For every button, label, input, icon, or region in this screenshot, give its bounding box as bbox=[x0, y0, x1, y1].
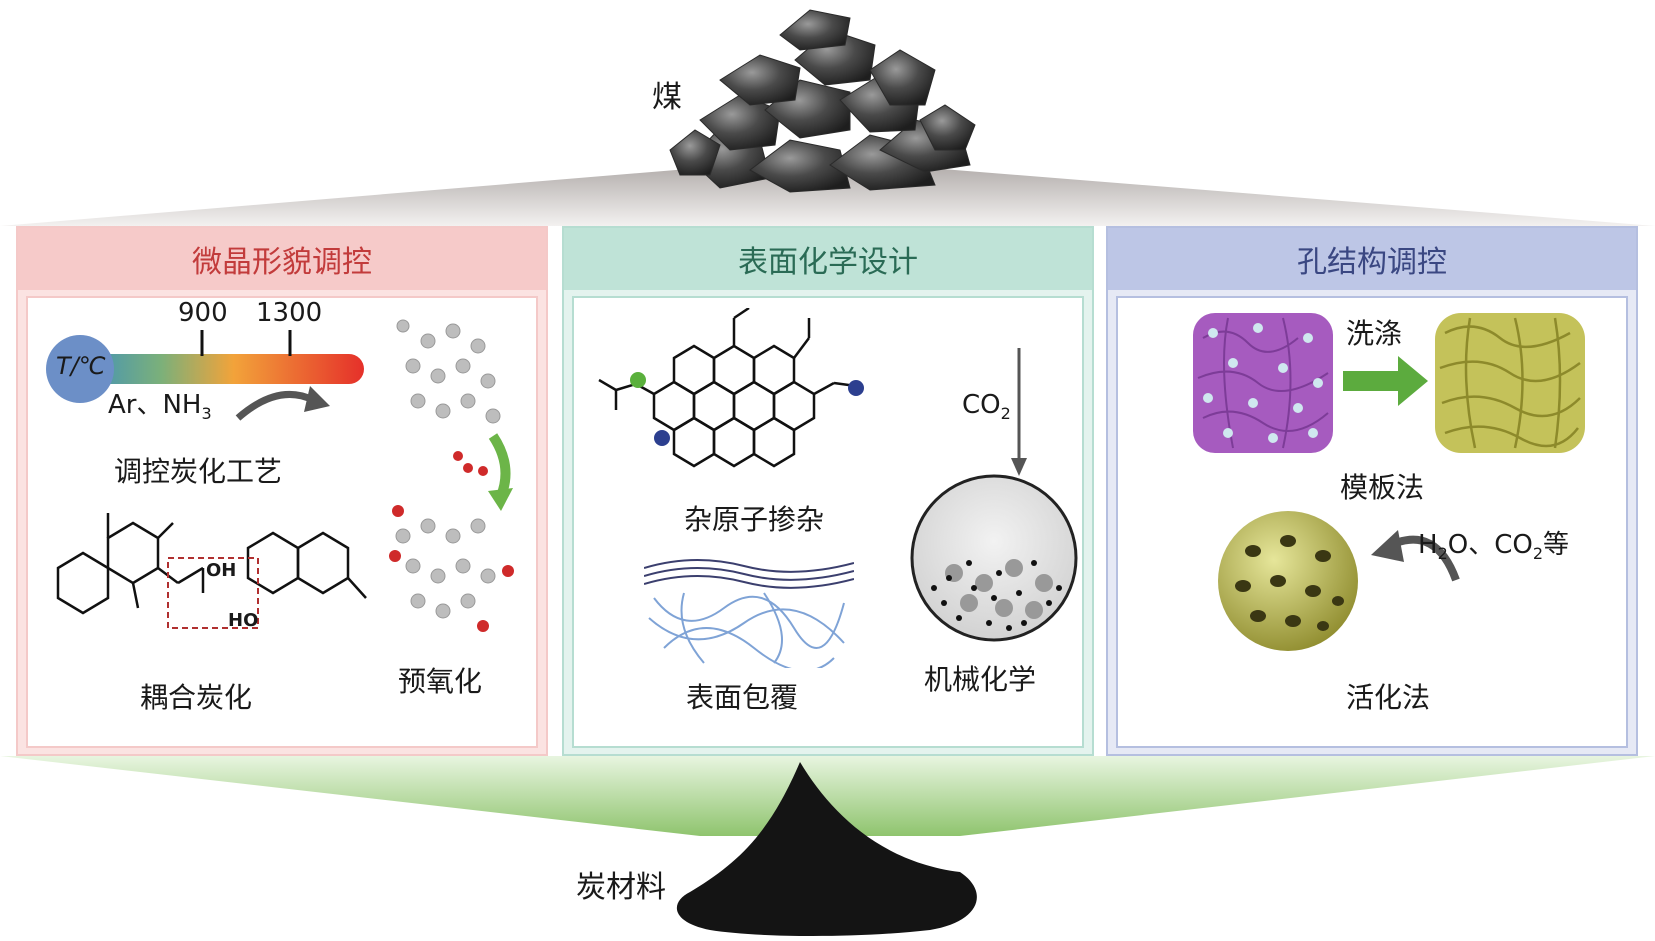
surface-panel-title: 表面化学设计 bbox=[564, 228, 1092, 290]
ball-mill-diagram bbox=[910, 348, 1078, 642]
gas-text: Ar、NH bbox=[108, 390, 202, 420]
template-cube-yellow bbox=[1435, 313, 1585, 453]
preoxidation-label: 预氧化 bbox=[398, 665, 483, 698]
coupling-molecule-diagram bbox=[56, 513, 367, 629]
doping-label: 杂原子掺杂 bbox=[684, 503, 825, 536]
carbon-material-label: 炭材料 bbox=[576, 870, 666, 905]
pore-panel-body: 洗涤 模板法 bbox=[1116, 296, 1628, 748]
surface-chemistry-panel: 表面化学设计 杂原子掺杂 bbox=[562, 226, 1094, 756]
template-cube-purple bbox=[1193, 313, 1333, 453]
co2-label: CO2 bbox=[962, 390, 1011, 423]
co2-text: CO bbox=[962, 390, 1001, 420]
green-arrow-icon bbox=[1343, 356, 1428, 406]
agents-h: H bbox=[1418, 530, 1438, 560]
curved-arrow-icon bbox=[235, 386, 330, 421]
microcrystal-panel-title: 微晶形貌调控 bbox=[18, 228, 546, 290]
microcrystal-panel-body: 900 1300 T/℃ Ar、NH3 调控炭化工艺 bbox=[26, 296, 538, 748]
curved-arrow-icon-2 bbox=[1371, 530, 1460, 582]
template-method-label: 模板法 bbox=[1340, 471, 1425, 504]
temperature-bar bbox=[46, 330, 364, 403]
agents-co-sub: 2 bbox=[1532, 544, 1544, 564]
ho-label: HO bbox=[228, 610, 259, 631]
oh-label: OH bbox=[206, 560, 237, 581]
gas-subscript: 3 bbox=[201, 404, 212, 424]
carbon-powder-image bbox=[0, 756, 1655, 936]
co2-subscript: 2 bbox=[1000, 404, 1011, 424]
surface-coating-diagram bbox=[644, 558, 854, 668]
gas-label: Ar、NH3 bbox=[108, 384, 212, 423]
temperature-symbol: T/℃ bbox=[56, 352, 106, 380]
microcrystal-panel: 微晶形貌调控 900 1300 T/℃ Ar、NH3 bbox=[16, 226, 548, 756]
activated-sphere bbox=[1218, 511, 1358, 651]
tick-900: 900 bbox=[178, 298, 228, 328]
process-label: 调控炭化工艺 bbox=[114, 455, 283, 488]
wash-label: 洗涤 bbox=[1346, 317, 1403, 350]
activation-method-label: 活化法 bbox=[1346, 681, 1431, 714]
mechanochemistry-label: 机械化学 bbox=[924, 663, 1037, 696]
agents-tail: 等 bbox=[1543, 530, 1570, 560]
activation-agents-label: H2O、CO2等 bbox=[1418, 524, 1569, 563]
tick-1300: 1300 bbox=[256, 298, 323, 328]
agents-o: O、CO bbox=[1447, 530, 1533, 560]
surface-panel-body: 杂原子掺杂 表面包覆 CO2 bbox=[572, 296, 1084, 748]
pore-structure-panel: 孔结构调控 洗涤 bbox=[1106, 226, 1638, 756]
coupling-label: 耦合炭化 bbox=[140, 681, 253, 714]
agents-h-sub: 2 bbox=[1437, 544, 1448, 564]
molecule-3d-image bbox=[389, 319, 514, 632]
pore-panel-title: 孔结构调控 bbox=[1108, 228, 1636, 290]
coating-label: 表面包覆 bbox=[686, 681, 799, 714]
coal-label: 煤 bbox=[652, 80, 682, 115]
doped-graphene-diagram bbox=[598, 308, 864, 468]
coal-pile-image bbox=[0, 9, 1655, 226]
